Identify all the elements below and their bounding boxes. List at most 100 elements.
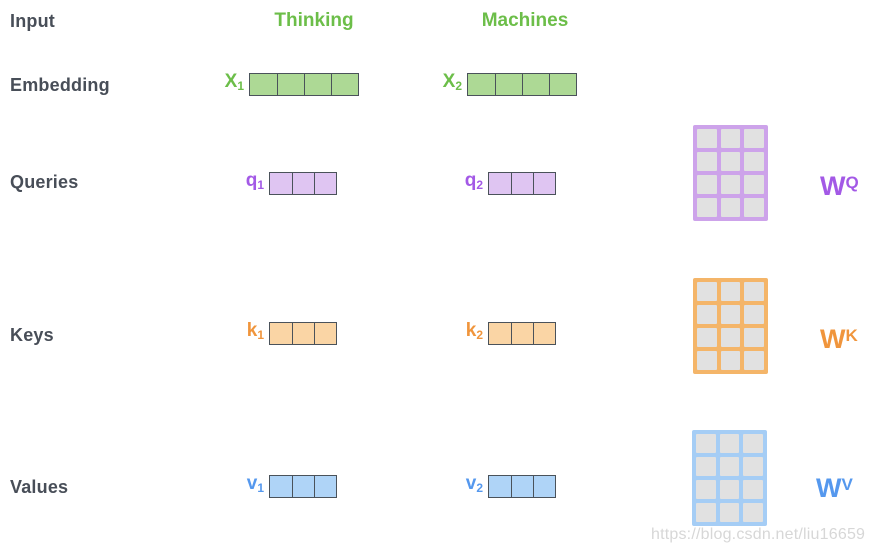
matrix-label-wv: WV — [816, 473, 853, 503]
vector-cell — [511, 172, 533, 194]
weight-matrix-wv — [692, 430, 767, 526]
query-vector-q1 — [269, 171, 337, 195]
value-vector-v2-group: v2 — [453, 473, 556, 499]
vector-cell — [314, 322, 336, 344]
matrix-cell — [744, 282, 764, 301]
embedding-vector-x2-group: X2 — [432, 71, 577, 97]
matrix-cell — [720, 351, 741, 370]
query-vector-q2-group: q2 — [453, 170, 556, 196]
matrix-cell — [697, 351, 717, 370]
key-vector-k1 — [269, 321, 337, 345]
vector-cell — [522, 73, 549, 95]
row-label-queries: Queries — [10, 172, 79, 192]
value-vector-v1 — [269, 474, 337, 498]
matrix-cell — [696, 457, 716, 476]
weight-matrix-wq — [693, 125, 768, 221]
matrix-cell — [697, 305, 717, 324]
vector-cell — [533, 475, 555, 497]
vector-cell — [511, 475, 533, 497]
matrix-cell — [719, 434, 740, 453]
vector-cell — [292, 172, 314, 194]
row-label-keys: Keys — [10, 325, 54, 345]
matrix-cell — [744, 305, 764, 324]
vector-cell — [533, 322, 555, 344]
key-vector-k1-group: k1 — [234, 320, 337, 346]
matrix-cell — [720, 152, 741, 171]
vector-cell — [533, 172, 555, 194]
matrix-cell — [697, 152, 717, 171]
vector-label-q2: q2 — [464, 170, 483, 192]
matrix-cell — [743, 434, 763, 453]
matrix-cell — [743, 503, 763, 522]
query-vector-q1-group: q1 — [234, 170, 337, 196]
embedding-vector-x1-group: X1 — [214, 71, 359, 97]
matrix-cell — [744, 152, 764, 171]
vector-cell — [270, 322, 292, 344]
matrix-cell — [720, 129, 741, 148]
vector-cell — [314, 475, 336, 497]
matrix-cell — [696, 503, 716, 522]
vector-label-k1: k1 — [246, 320, 264, 342]
matrix-cell — [744, 351, 764, 370]
vector-cell — [277, 73, 304, 95]
query-vector-q2 — [488, 171, 556, 195]
embedding-vector-x1 — [249, 72, 359, 96]
word-machines: Machines — [481, 10, 569, 31]
matrix-cell — [697, 198, 717, 217]
word-thinking: Thinking — [274, 10, 354, 31]
weight-matrix-wk — [693, 278, 768, 374]
vector-cell — [489, 475, 511, 497]
key-vector-k2-group: k2 — [453, 320, 556, 346]
value-vector-v1-group: v1 — [234, 473, 337, 499]
row-label-values: Values — [10, 477, 69, 497]
vector-cell — [314, 172, 336, 194]
matrix-cell — [719, 480, 740, 499]
vector-cell — [489, 172, 511, 194]
vector-cell — [250, 73, 277, 95]
matrix-cell — [720, 175, 741, 194]
vector-cell — [511, 322, 533, 344]
matrix-cell — [696, 434, 716, 453]
vector-label-x2: X2 — [442, 71, 462, 93]
vector-cell — [495, 73, 522, 95]
vector-cell — [292, 475, 314, 497]
embedding-vector-x2 — [467, 72, 577, 96]
row-label-embedding: Embedding — [10, 75, 110, 95]
matrix-label-wq: WQ — [820, 171, 859, 201]
vector-cell — [270, 475, 292, 497]
matrix-cell — [719, 503, 740, 522]
vector-label-q1: q1 — [245, 170, 264, 192]
vector-cell — [489, 322, 511, 344]
matrix-cell — [720, 305, 741, 324]
vector-label-v2: v2 — [465, 473, 483, 495]
vector-label-k2: k2 — [465, 320, 483, 342]
matrix-cell — [720, 198, 741, 217]
matrix-cell — [696, 480, 716, 499]
matrix-cell — [719, 457, 740, 476]
matrix-cell — [744, 129, 764, 148]
vector-cell — [292, 322, 314, 344]
vector-label-x1: X1 — [224, 71, 244, 93]
vector-cell — [331, 73, 358, 95]
matrix-cell — [744, 198, 764, 217]
matrix-cell — [720, 282, 741, 301]
matrix-cell — [697, 282, 717, 301]
value-vector-v2 — [488, 474, 556, 498]
row-label-input: Input — [10, 11, 55, 31]
matrix-cell — [744, 175, 764, 194]
vector-cell — [304, 73, 331, 95]
vector-label-v1: v1 — [246, 473, 264, 495]
key-vector-k2 — [488, 321, 556, 345]
matrix-cell — [697, 129, 717, 148]
matrix-cell — [744, 328, 764, 347]
matrix-cell — [743, 457, 763, 476]
vector-cell — [549, 73, 576, 95]
matrix-cell — [697, 175, 717, 194]
matrix-cell — [743, 480, 763, 499]
vector-cell — [468, 73, 495, 95]
vector-cell — [270, 172, 292, 194]
watermark-url: https://blog.csdn.net/liu16659 — [651, 526, 866, 543]
matrix-cell — [720, 328, 741, 347]
matrix-label-wk: WK — [820, 324, 858, 354]
